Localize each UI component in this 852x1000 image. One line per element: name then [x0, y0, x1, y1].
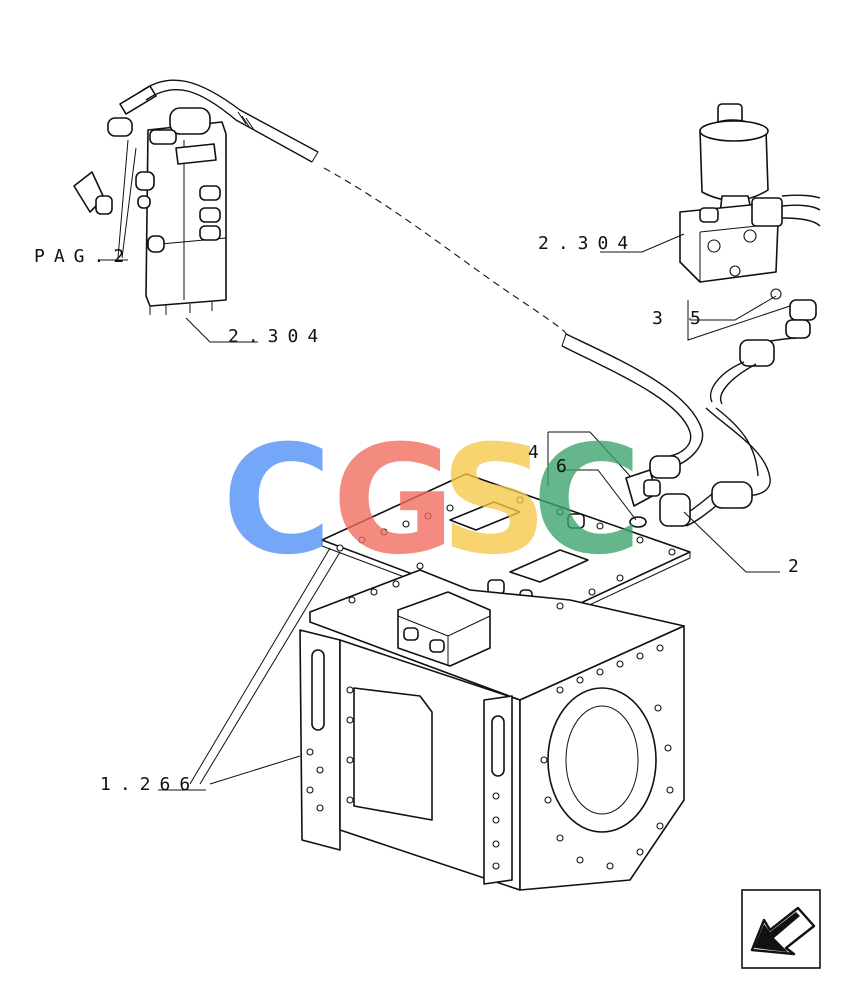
transmission-housing [299, 473, 691, 891]
watermark-letter-4: C [532, 414, 642, 588]
main-hose [561, 333, 704, 479]
label-2304-right: 2.304 [538, 233, 637, 254]
hose-route-dashed [323, 167, 571, 339]
watermark-letter-1: C [222, 414, 332, 588]
left-valve-assembly [73, 79, 319, 343]
watermark-letter-2: G [332, 414, 455, 588]
label-5: 5 [690, 308, 710, 329]
right-accumulator-assembly [600, 103, 821, 527]
elbow-fitting [547, 431, 780, 573]
label-3: 3 [652, 308, 672, 329]
leader-1266-c [209, 755, 301, 785]
label-pag2: PAG.2 [34, 246, 133, 267]
label-2: 2 [788, 556, 808, 577]
label-2304-left: 2.304 [228, 326, 327, 347]
arrow-back-icon [750, 906, 816, 956]
watermark-letter-3: S [440, 414, 548, 588]
label-4: 4 [528, 442, 548, 463]
bolt-holes [306, 496, 676, 870]
back-arrow-button[interactable] [741, 889, 821, 969]
leader-1266-b [199, 551, 341, 785]
label-6: 6 [556, 456, 576, 477]
leader-1266-a [189, 547, 331, 785]
label-1266: 1.266 [100, 774, 199, 795]
cgsc-watermark: C G S C [222, 414, 642, 588]
